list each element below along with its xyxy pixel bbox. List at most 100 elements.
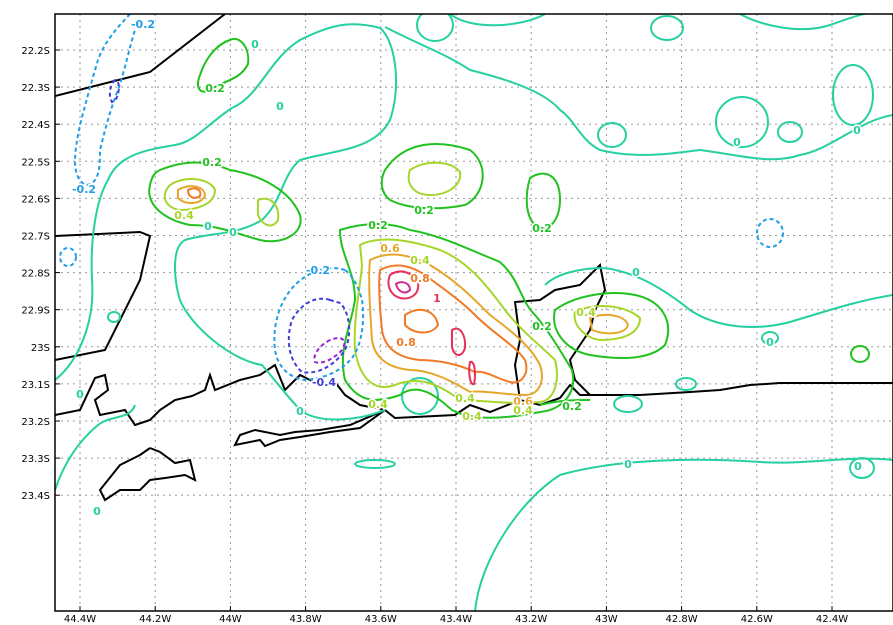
- contour-0-north-edge: [449, 14, 546, 27]
- contour-label: 0.2: [562, 400, 582, 413]
- contour-neg02-right: [756, 218, 784, 248]
- y-axis-ticks: 22.2S22.3S22.4S22.5S22.6S22.7S22.8S22.9S…: [21, 46, 60, 502]
- island-b: [98, 447, 197, 502]
- contour-08-inner: [404, 308, 440, 334]
- contours-1: [387, 270, 476, 386]
- contour-0-circle-g: [354, 459, 396, 469]
- contour-label: 0: [854, 460, 862, 473]
- contour-neg02-left-dot: [59, 247, 77, 267]
- contours-zero: [55, 14, 893, 611]
- contour-label: 0.4: [513, 404, 533, 417]
- island-a: [233, 409, 386, 448]
- contour-label: -0.2: [306, 264, 330, 277]
- contours-06: [177, 185, 630, 397]
- contour-02-south-lip: [539, 399, 591, 406]
- contour-02-left-blob: [148, 161, 302, 243]
- contour-label: 0: [624, 458, 632, 471]
- contour-1-c: [468, 360, 476, 386]
- contour-label: 0: [93, 505, 101, 518]
- contour-04-top: [407, 161, 462, 197]
- contour-label: 0: [204, 220, 212, 233]
- coastline-bay: [513, 262, 607, 401]
- contour-label: -0.4: [312, 376, 336, 389]
- coastline-west: [55, 230, 152, 361]
- y-tick-label: 22.3S: [21, 83, 50, 94]
- contour-label: 0: [733, 136, 741, 149]
- coastline-north: [55, 14, 226, 97]
- contour-neg04-center: [287, 297, 351, 374]
- contour-label: 0.4: [455, 392, 475, 405]
- contour-0-west-low: [55, 404, 136, 491]
- contour-02-upper-left: [197, 37, 250, 93]
- contour-0-east-top: [384, 26, 893, 161]
- y-tick-label: 23.1S: [21, 380, 50, 391]
- contour-neg06-center: [313, 337, 346, 364]
- contours-12: [394, 281, 412, 294]
- x-tick-label: 43.8W: [290, 614, 322, 625]
- contour-02-east: [553, 292, 670, 359]
- y-tick-label: 22.8S: [21, 269, 50, 280]
- contour-label: 0.4: [462, 410, 482, 423]
- contour-0-circle-a: [416, 14, 454, 42]
- contour-label: 0.4: [368, 398, 388, 411]
- x-tick-label: 43W: [595, 614, 618, 625]
- contour-label: 0.4: [410, 254, 430, 267]
- contour-0-south: [474, 457, 893, 611]
- contour-02-mid-right: [525, 172, 562, 230]
- contour-label: -0.2: [131, 18, 155, 31]
- y-tick-label: 22.4S: [21, 120, 50, 131]
- contour-neg02-west: [74, 14, 136, 187]
- contour-06-left: [177, 185, 207, 204]
- x-tick-label: 44.4W: [64, 614, 96, 625]
- contour-0-west: [55, 23, 398, 421]
- y-tick-label: 22.6S: [21, 194, 50, 205]
- contour-1-a: [387, 270, 420, 300]
- y-tick-label: 22.9S: [21, 306, 50, 317]
- contour-04-east: [573, 305, 642, 342]
- contours-neg04: [108, 78, 351, 374]
- contour-02-center-top: [380, 143, 484, 210]
- contour-label: 1: [433, 292, 441, 305]
- contour-0-circle-h: [675, 377, 697, 391]
- contour-label: 0: [766, 336, 774, 349]
- contour-label: 0.8: [396, 336, 416, 349]
- plot-frame: [54, 13, 893, 612]
- y-tick-label: 23S: [31, 343, 50, 354]
- contour-1-b: [451, 327, 467, 356]
- contour-label: -0.2: [72, 183, 96, 196]
- contour-label: 0.6: [513, 395, 533, 408]
- contour-04-main: [353, 238, 558, 404]
- y-tick-label: 23.3S: [21, 454, 50, 465]
- x-tick-label: 42.8W: [666, 614, 698, 625]
- contours-04: [163, 161, 642, 404]
- contour-label: 0.4: [576, 306, 596, 319]
- contour-label: 0.2: [532, 222, 552, 235]
- contour-label: 0.2: [202, 156, 222, 169]
- contours-02: [148, 37, 870, 419]
- contour-0-bay: [544, 267, 893, 328]
- contours-neg02: [59, 14, 784, 382]
- x-tick-label: 43.2W: [515, 614, 547, 625]
- contour-12-a: [394, 281, 412, 294]
- contour-06-east: [588, 313, 630, 335]
- contour-0-circle-i: [613, 395, 643, 413]
- x-tick-label: 42.4W: [816, 614, 848, 625]
- contour-label: 0: [853, 124, 861, 137]
- y-tick-label: 23.4S: [21, 491, 50, 502]
- contour-label: 0.2: [414, 204, 434, 217]
- contours-08: [186, 187, 528, 384]
- y-tick-label: 23.2S: [21, 417, 50, 428]
- coastline: [55, 14, 893, 502]
- contour-0-circle-m: [761, 331, 779, 345]
- contour-label: 0: [251, 38, 259, 51]
- contour-label: 0.2: [532, 320, 552, 333]
- x-tick-label: 44W: [219, 614, 242, 625]
- contour-label: 0: [632, 266, 640, 279]
- x-tick-label: 43.4W: [440, 614, 472, 625]
- contour-06-main: [368, 253, 543, 397]
- x-tick-label: 42.6W: [741, 614, 773, 625]
- contour-labels: -0.20.200000-0.20.20.400.20.20.20.60.40.…: [70, 17, 863, 520]
- contour-0-circle-f: [650, 15, 684, 41]
- contour-0-circle-d: [777, 121, 803, 143]
